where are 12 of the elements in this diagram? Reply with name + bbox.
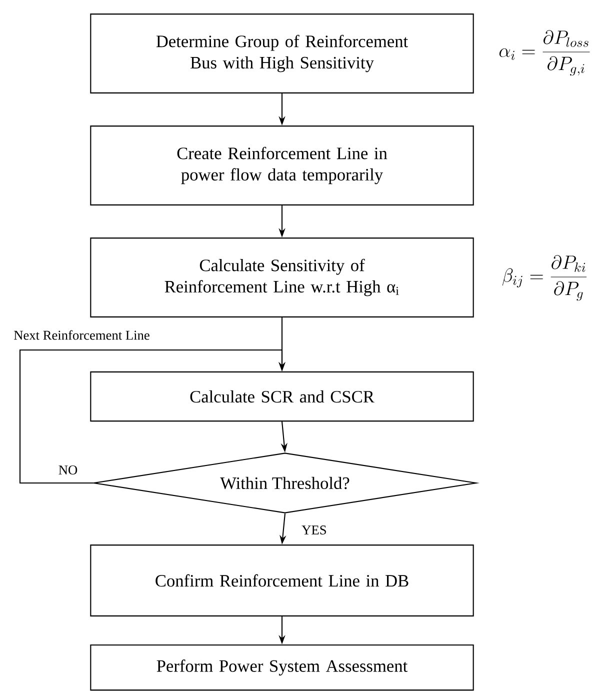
process-box: Create Reinforcement Line in power flow data temporarily [90,126,474,206]
formula: $\alpha_i = \frac{\partial P_{loss}}{\partial P_{g,i}}$ [499,30,590,76]
edge-label: NO [57,464,79,476]
loop-arrow [19,349,286,484]
process-box: Confirm Reinforcement Line in DB [90,544,474,616]
process-box: Perform Power System Assessment [90,644,474,691]
process-box: Calculate SCR and CSCR [90,371,474,422]
edge-label: YES [300,524,328,536]
process-box: Determine Group of Reinforcement Bus with High Sensitivity [90,14,474,94]
loop-label: Next Reinforcement Line [14,330,150,340]
formula: $\beta_{ij} = \frac{\partial P_{ki}}{\partial P_g}$ [502,255,587,301]
process-box: Calculate Sensitivity of Reinforcement Line w.r.t High α$_{i}$ [90,238,474,318]
